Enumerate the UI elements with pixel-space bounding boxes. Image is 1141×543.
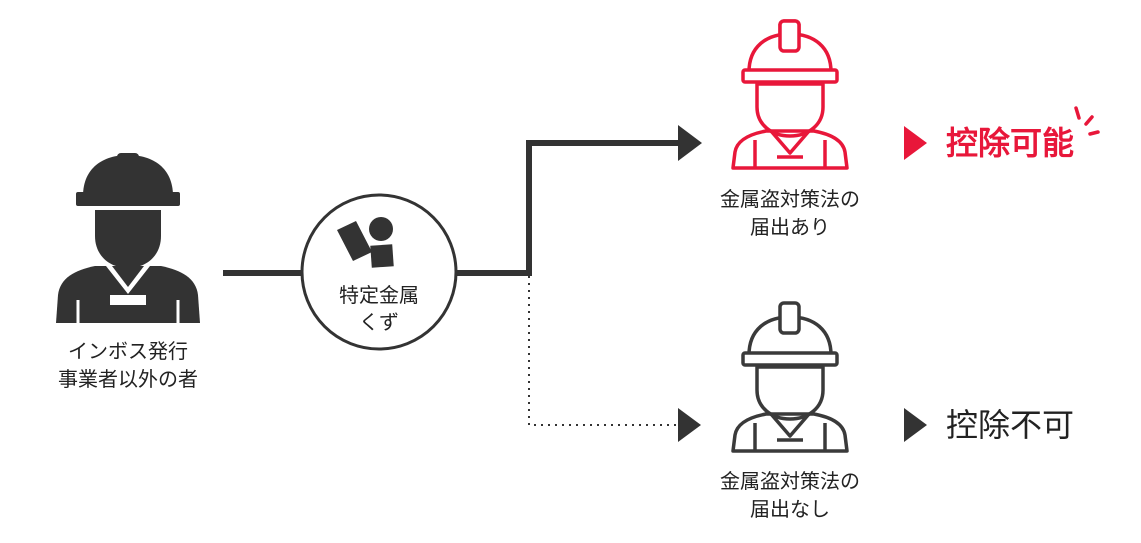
scrap-label: 特定金属 くず xyxy=(319,282,439,336)
scrap-label-line2: くず xyxy=(359,310,399,334)
worker-outline-icon xyxy=(731,301,849,453)
source-label-line1: インボス発行 xyxy=(68,339,188,363)
result-arrow-red xyxy=(904,126,927,160)
unregistered-label-line1: 金属盗対策法の xyxy=(720,469,860,493)
source-label: インボス発行 事業者以外の者 xyxy=(38,337,218,393)
unregistered-label: 金属盗対策法の 届出なし xyxy=(700,467,880,523)
deductible-result: 控除可能 xyxy=(946,124,1075,162)
registered-label-line2: 届出あり xyxy=(750,215,830,239)
worker-red-icon xyxy=(731,19,849,170)
scrap-label-line1: 特定金属 xyxy=(339,283,419,307)
sparkle-icon xyxy=(1074,106,1100,136)
registered-label: 金属盗対策法の 届出あり xyxy=(700,185,880,241)
worker-dark-icon xyxy=(56,153,200,323)
source-label-line2: 事業者以外の者 xyxy=(58,367,198,391)
non-deductible-result: 控除不可 xyxy=(946,406,1075,444)
dotted-flow-line xyxy=(528,276,680,426)
registered-label-line1: 金属盗対策法の xyxy=(720,187,860,211)
arrow-to-unregistered xyxy=(678,408,701,442)
main-flow-line xyxy=(223,140,682,276)
unregistered-label-line2: 届出なし xyxy=(750,497,830,521)
arrow-to-registered xyxy=(678,125,702,161)
result-arrow-dark xyxy=(904,408,927,442)
scrap-shapes-icon xyxy=(337,217,394,268)
